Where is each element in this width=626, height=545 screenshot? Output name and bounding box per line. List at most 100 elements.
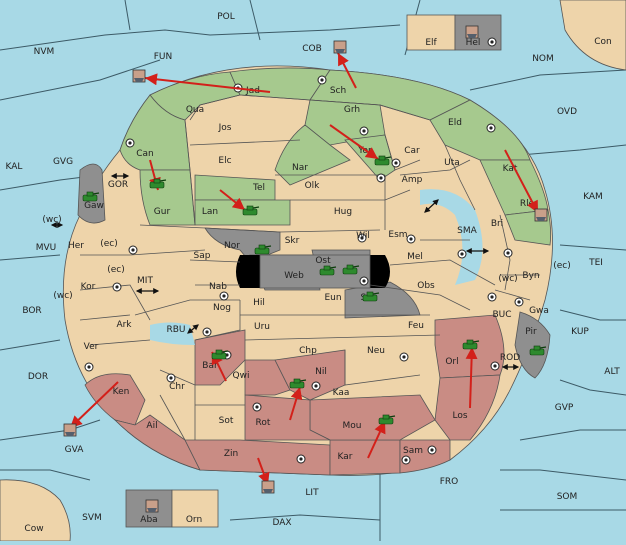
army-barrel-13 <box>221 350 229 353</box>
order-arrow-5 <box>504 149 539 214</box>
label-byn: Byn <box>522 271 539 281</box>
region-orn <box>171 489 219 528</box>
fleet-unit-icon[interactable] <box>534 208 548 222</box>
supply-center-dot-17 <box>205 330 209 334</box>
label-gwa: Gwa <box>529 306 549 316</box>
supply-center-dot-14 <box>517 300 521 304</box>
army-unit-icon[interactable] <box>378 414 396 425</box>
label-ost: Ost <box>315 256 331 266</box>
sea-label-31: (ec) <box>107 265 125 275</box>
label-can: Can <box>136 149 154 159</box>
army-unit-icon[interactable] <box>82 191 100 202</box>
army-unit-icon[interactable] <box>529 345 547 356</box>
land-labels: JadSchQuaGrhJosEldCanYorCarUtaElcNarAmpK… <box>24 37 611 534</box>
supply-center-dot-21 <box>255 405 259 409</box>
army-unit-icon[interactable] <box>289 378 307 389</box>
order-arrow-4 <box>219 189 246 211</box>
army-barrel-14 <box>299 379 307 382</box>
order-arrow-9 <box>367 420 386 459</box>
army-barrel-12 <box>539 346 547 349</box>
label-zin: Zin <box>224 449 238 459</box>
army-unit-icon[interactable] <box>254 244 272 255</box>
army-turret-14 <box>293 378 301 384</box>
fleet-hull-16 <box>65 432 75 436</box>
army-turret-4 <box>246 205 254 211</box>
army-unit-icon[interactable] <box>211 349 229 360</box>
fleet-unit-icon[interactable] <box>333 40 347 54</box>
sea-label-17: DAX <box>272 518 291 528</box>
army-unit-icon[interactable] <box>149 178 167 189</box>
army-turret-3 <box>378 155 386 161</box>
label-kat: Kat <box>503 164 518 174</box>
label-web: Web <box>284 271 304 281</box>
army-barrel-11 <box>472 340 480 343</box>
supply-center-dot-8 <box>360 236 364 240</box>
sea-label-29: (ec) <box>100 239 118 249</box>
sea-label-32: (wc) <box>498 274 517 284</box>
label-bar: Bar <box>202 361 218 371</box>
fleet-unit-icon[interactable] <box>261 480 275 494</box>
label-elf: Elf <box>425 38 437 48</box>
label-ver: Ver <box>84 342 99 352</box>
connectors <box>50 173 520 370</box>
sea-label-28: ROD <box>500 353 520 363</box>
label-los: Los <box>452 411 467 421</box>
label-her: Her <box>68 241 84 251</box>
label-sam: Sam <box>403 446 423 456</box>
supply-center-dot-24 <box>169 376 173 380</box>
label-pir: Pir <box>525 327 537 337</box>
label-nab: Nab <box>209 282 227 292</box>
label-con: Con <box>594 37 612 47</box>
sea-label-6: KAL <box>6 162 23 172</box>
sea-label-3: COB <box>302 44 322 54</box>
army-unit-icon[interactable] <box>319 265 337 276</box>
order-arrow-3 <box>329 124 379 160</box>
label-car: Car <box>404 146 420 156</box>
label-mel: Mel <box>407 252 423 262</box>
label-feu: Feu <box>408 321 424 331</box>
sea-label-5: OVD <box>557 107 577 117</box>
region-qwi <box>244 359 291 396</box>
sea-sma-inlet <box>420 189 483 285</box>
label-sap: Sap <box>194 251 211 261</box>
fleet-unit-icon[interactable] <box>63 423 77 437</box>
army-unit-icon[interactable] <box>374 155 392 166</box>
fleet-unit-icon[interactable] <box>145 499 159 513</box>
army-turret-10 <box>366 291 374 297</box>
label-elc: Elc <box>218 156 231 166</box>
army-turret-15 <box>382 414 390 420</box>
sea-label-9: (wc) <box>42 215 61 225</box>
army-unit-icon[interactable] <box>462 339 480 350</box>
army-barrel-9 <box>352 265 360 268</box>
label-ail: Ail <box>146 421 157 431</box>
label-uru: Uru <box>254 322 270 332</box>
army-unit-icon[interactable] <box>342 264 360 275</box>
fleet-hull-0 <box>134 78 144 82</box>
supply-center-dot-27 <box>404 458 408 462</box>
label-qua: Qua <box>186 105 204 115</box>
sea-label-0: POL <box>217 12 235 22</box>
label-kaa: Kaa <box>333 388 350 398</box>
fleet-unit-icon[interactable] <box>132 69 146 83</box>
region-ken <box>84 373 146 426</box>
label-bri: Bri <box>491 219 503 229</box>
label-mou: Mou <box>343 421 362 431</box>
supply-center-dot-22 <box>314 384 318 388</box>
sea-label-11: MIT <box>137 276 153 286</box>
sea-label-4: NOM <box>532 54 554 64</box>
fleet-hull-1 <box>335 49 345 53</box>
fleet-unit-icon[interactable] <box>465 25 479 39</box>
army-turret-9 <box>346 264 354 270</box>
army-unit-icon[interactable] <box>242 205 260 216</box>
sea-label-14: DOR <box>28 372 48 382</box>
supply-center-dot-12 <box>460 252 464 256</box>
region-sam <box>399 439 451 474</box>
order-arrow-1 <box>337 52 357 89</box>
label-chp: Chp <box>299 346 317 356</box>
label-amp: Amp <box>402 175 423 185</box>
label-hug: Hug <box>334 207 352 217</box>
supply-center-dot-1 <box>320 78 324 82</box>
army-unit-icon[interactable] <box>362 291 380 302</box>
supply-center-dot-16 <box>362 279 366 283</box>
